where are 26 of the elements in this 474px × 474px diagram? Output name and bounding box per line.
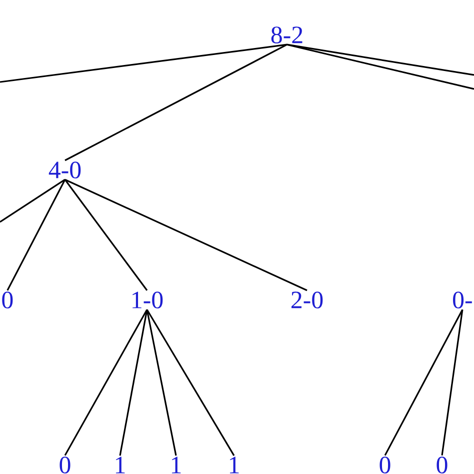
tree-label: 0 (60, 456, 70, 474)
tree-branch (0, 178, 66, 223)
tree-label: 0 (380, 456, 390, 474)
tree-branch (441, 310, 464, 456)
tree-branch (384, 309, 464, 456)
tree-branch (119, 309, 148, 456)
tree-label: 1 (116, 456, 125, 474)
tree-label: 0- (453, 292, 472, 308)
tree-branch (64, 178, 308, 292)
tree-branch (146, 309, 235, 456)
tree-label: 0 (2, 292, 13, 308)
tree-label: 1 (172, 456, 181, 474)
tree-label: 4-0 (48, 162, 81, 178)
tree-branch (146, 309, 177, 456)
tree-branch (286, 44, 474, 90)
tree-label: 2-0 (292, 292, 323, 308)
tree-label: 0 (436, 456, 448, 474)
tree-branch (6, 179, 66, 291)
tree-branch (64, 44, 288, 162)
tree-label: 1 (230, 456, 239, 474)
tree-branch (0, 44, 288, 83)
tree-branch (64, 179, 148, 291)
tree-label: 1-0 (132, 292, 163, 308)
tree-branch (64, 309, 148, 456)
tree-branch (286, 44, 474, 76)
tree-label: 8-2 (271, 26, 302, 44)
